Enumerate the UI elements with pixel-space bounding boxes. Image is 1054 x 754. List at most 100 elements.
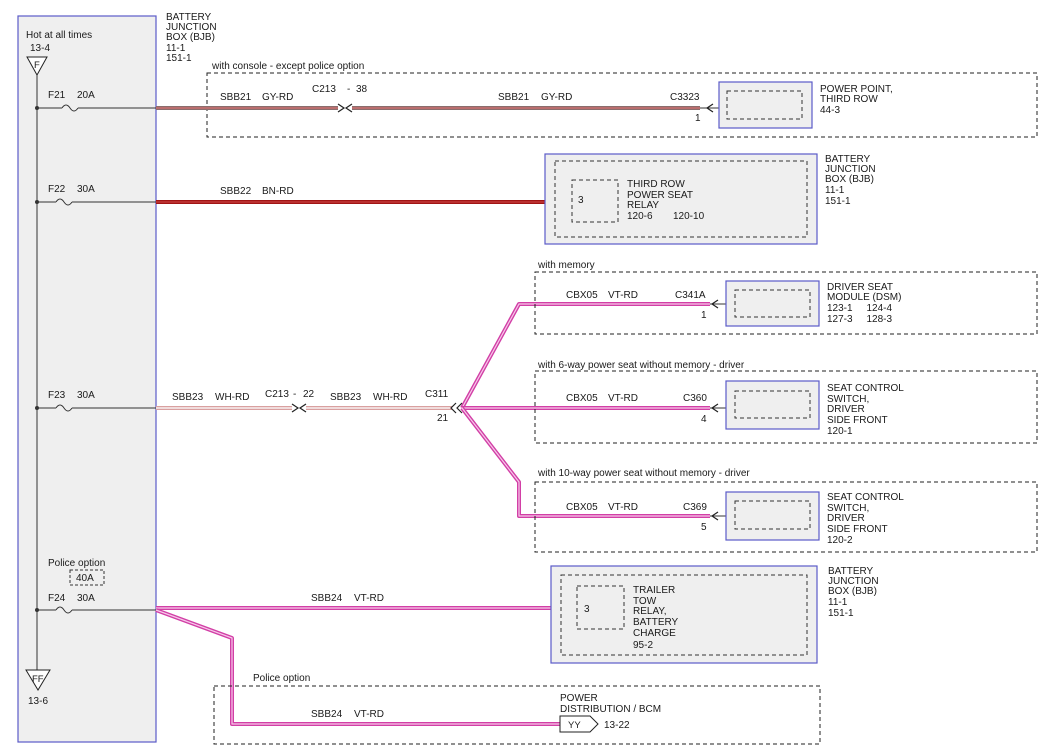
bjb2-label-5: 151-1 xyxy=(825,196,851,207)
sbb24-circuit: SBB24 xyxy=(311,593,343,604)
bjb-title-4: 11-1 xyxy=(166,43,186,54)
wire-cbx05-branches xyxy=(460,302,710,518)
police-fuse-rating: 40A xyxy=(76,573,94,584)
seat-switch-10way-label-1: SEAT CONTROL xyxy=(827,492,904,503)
third-row-relay-pin: 3 xyxy=(578,195,584,206)
splice-c311-icon xyxy=(450,402,457,414)
sbb21-color-right: GY-RD xyxy=(541,92,572,103)
connector-f-icon: F xyxy=(26,56,48,77)
sbb22-circuit: SBB22 xyxy=(220,186,252,197)
seat-switch-6way-label-2: SWITCH, xyxy=(827,394,869,405)
bjb-main-box xyxy=(17,15,157,743)
fuse-f24-icon xyxy=(55,606,73,614)
fuse-f23-rating: 30A xyxy=(77,390,95,401)
svg-text:-: - xyxy=(293,389,296,400)
dsm-refs-2: 127-3 128-3 xyxy=(827,314,892,325)
bjb-title-5: 151-1 xyxy=(166,53,192,64)
connector-yy-label: YY xyxy=(568,720,581,731)
sbb24-color: VT-RD xyxy=(354,593,384,604)
option-label-10way: with 10-way power seat without memory - … xyxy=(537,468,750,479)
sbb21-color-left: GY-RD xyxy=(262,92,293,103)
inline-connector-c213-b-icon xyxy=(291,403,300,413)
c369-pin: 5 xyxy=(701,522,707,533)
power-distribution-label-1: POWER xyxy=(560,693,598,704)
sbb23-color-right: WH-RD xyxy=(373,392,407,403)
seat-switch-10way-label-2: SWITCH, xyxy=(827,503,869,514)
sbb23-color-left: WH-RD xyxy=(215,392,249,403)
c213-pin-2: 22 xyxy=(303,389,315,400)
seat-switch-6way-ref: 120-1 xyxy=(827,426,853,437)
branch0-color: VT-RD xyxy=(608,290,638,301)
bottom-ref: 13-6 xyxy=(28,696,48,707)
hot-ref: 13-4 xyxy=(30,43,50,54)
wire-sbb24 xyxy=(155,606,578,726)
c213-label-1: C213 xyxy=(312,84,336,95)
fuse-f22: F22 30A xyxy=(35,184,156,206)
c213-label-2: C213 xyxy=(265,389,289,400)
sbb24-lower-circuit: SBB24 xyxy=(311,709,343,720)
third-row-relay-label-3: RELAY xyxy=(627,200,659,211)
third-row-relay-coil xyxy=(571,179,619,223)
bjb2-label-2: JUNCTION xyxy=(825,164,876,175)
police-option-label-fuse: Police option xyxy=(48,558,105,569)
dsm-box xyxy=(725,280,820,327)
c369-label: C369 xyxy=(683,502,707,513)
trailer-tow-label-3: RELAY, xyxy=(633,606,667,617)
connector-yy-icon: YY xyxy=(559,715,599,733)
connector-c341a-icon xyxy=(710,299,719,309)
bjb3-label-1: BATTERY xyxy=(828,566,874,577)
third-row-relay-ref-1: 120-6 xyxy=(627,211,653,222)
svg-text:-: - xyxy=(347,84,350,95)
c360-label: C360 xyxy=(683,393,707,404)
seat-switch-6way-label-1: SEAT CONTROL xyxy=(827,383,904,394)
trailer-tow-label-5: CHARGE xyxy=(633,628,676,639)
power-point-box xyxy=(718,81,813,129)
bjb-title-1: BATTERY xyxy=(166,12,212,23)
sbb21-circuit-right: SBB21 xyxy=(498,92,530,103)
dsm-refs-1: 123-1 124-4 xyxy=(827,303,892,314)
bjb3-label-5: 151-1 xyxy=(828,608,854,619)
branch0-circuit: CBX05 xyxy=(566,290,598,301)
fuse-f21-name: F21 xyxy=(48,90,66,101)
bjb-trailer-tow-box xyxy=(550,565,818,664)
dsm-label-1: DRIVER SEAT xyxy=(827,282,893,293)
option-label-police: Police option xyxy=(253,673,310,684)
c341a-label: C341A xyxy=(675,290,706,301)
branch1-color: VT-RD xyxy=(608,393,638,404)
third-row-relay-label-1: THIRD ROW xyxy=(627,179,685,190)
connector-ff-icon: FF xyxy=(25,669,51,691)
option-label-6way: with 6-way power seat without memory - d… xyxy=(537,360,745,371)
fuse-f24: F24 30A xyxy=(35,593,156,614)
sbb24-lower-color: VT-RD xyxy=(354,709,384,720)
bjb2-label-3: BOX (BJB) xyxy=(825,174,874,185)
trailer-tow-label-4: BATTERY xyxy=(633,617,679,628)
bjb3-label-4: 11-1 xyxy=(828,597,848,608)
option-box-10way xyxy=(534,481,1038,553)
seat-switch-10way-ref: 120-2 xyxy=(827,535,853,546)
seat-switch-6way-label-3: DRIVER xyxy=(827,404,865,415)
branch1-circuit: CBX05 xyxy=(566,393,598,404)
sbb23-circuit-left: SBB23 xyxy=(172,392,204,403)
fuse-f21-rating: 20A xyxy=(77,90,95,101)
bjb3-label-3: BOX (BJB) xyxy=(828,586,877,597)
third-row-relay-ref-2: 120-10 xyxy=(673,211,705,222)
fuse-f24-rating: 30A xyxy=(77,593,95,604)
fuse-f23: F23 30A xyxy=(35,390,156,412)
option-label-console: with console - except police option xyxy=(211,61,364,72)
fuse-f21: F21 20A xyxy=(35,90,156,112)
fuse-f23-name: F23 xyxy=(48,390,66,401)
fuse-f24-name: F24 xyxy=(48,593,66,604)
trailer-tow-relay-pin: 3 xyxy=(584,604,590,615)
seat-switch-6way-label-4: SIDE FRONT xyxy=(827,415,888,426)
connector-c3323-icon xyxy=(705,103,714,113)
trailer-tow-relay-coil xyxy=(576,585,625,630)
option-box-police xyxy=(213,685,821,745)
c360-pin: 4 xyxy=(701,414,707,425)
fuse-f22-name: F22 xyxy=(48,184,66,195)
bjb3-label-2: JUNCTION xyxy=(828,576,879,587)
fuse-f21-icon xyxy=(61,104,79,112)
bjb2-label-4: 11-1 xyxy=(825,185,845,196)
trailer-tow-label-1: TRAILER xyxy=(633,585,675,596)
sbb22-color: BN-RD xyxy=(262,186,294,197)
